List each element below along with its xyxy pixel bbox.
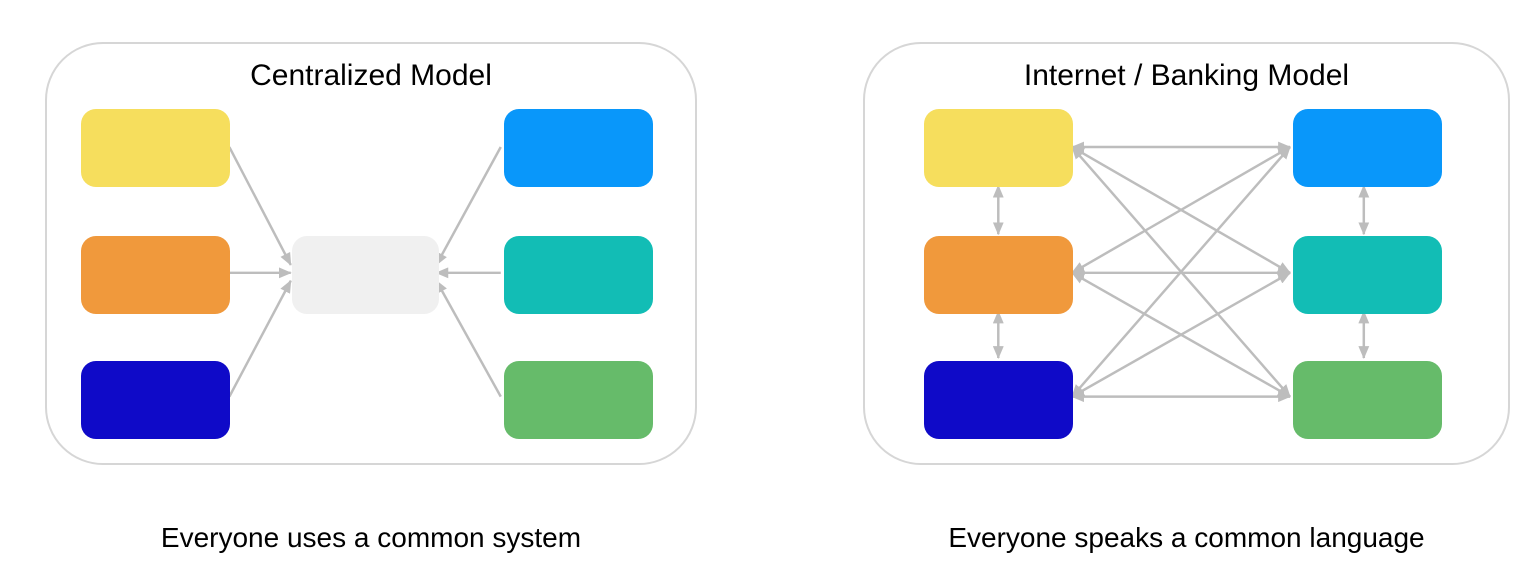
centralized-model-caption: Everyone uses a common system	[160, 522, 582, 553]
node-teal	[1293, 236, 1442, 314]
node-orange	[924, 236, 1073, 314]
central-hub-node	[292, 236, 439, 314]
node-green	[1293, 361, 1442, 439]
node-teal	[504, 236, 653, 314]
arrow-line	[1071, 146, 1291, 398]
node-light-blue	[1293, 109, 1442, 187]
node-light-blue	[504, 109, 653, 187]
arrow-line	[1071, 145, 1291, 274]
node-dark-blue	[81, 361, 230, 439]
node-green	[504, 361, 653, 439]
arrow-line	[435, 146, 502, 266]
arrow-line	[1071, 145, 1291, 274]
internet-banking-model-caption: Everyone speaks a common language	[948, 522, 1425, 553]
arrow-line	[1071, 271, 1291, 398]
node-yellow	[81, 109, 230, 187]
arrow-line	[1071, 146, 1291, 398]
arrow-line	[1071, 271, 1291, 398]
arrow-line	[435, 279, 502, 398]
arrow-line	[228, 146, 292, 266]
node-yellow	[924, 109, 1073, 187]
internet-banking-model-panel: Internet / Banking Model	[863, 42, 1510, 465]
node-dark-blue	[924, 361, 1073, 439]
panel-title: Centralized Model	[250, 59, 492, 92]
arrow-line	[228, 279, 292, 398]
centralized-model-panel: Centralized Model	[45, 42, 697, 465]
panel-title: Internet / Banking Model	[1023, 59, 1350, 92]
node-orange	[81, 236, 230, 314]
